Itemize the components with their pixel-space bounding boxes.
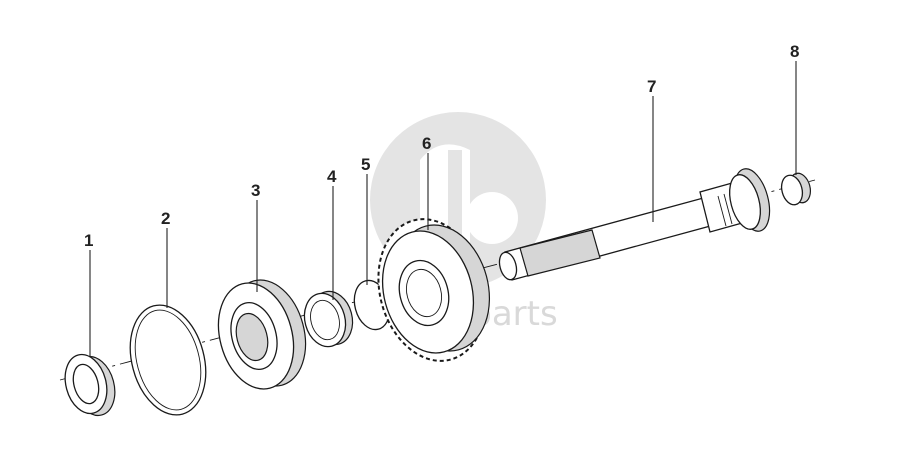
part-label-5: 5 — [361, 155, 370, 174]
part-label-4: 4 — [327, 167, 337, 186]
part-2-snap-ring — [129, 304, 207, 416]
part-label-7: 7 — [647, 77, 656, 96]
part-6-gear — [377, 218, 491, 362]
part-1-bushing — [64, 353, 116, 417]
part-label-6: 6 — [422, 134, 431, 153]
part-label-8: 8 — [790, 42, 799, 61]
part-label-1: 1 — [84, 231, 93, 250]
part-label-3: 3 — [251, 181, 260, 200]
part-7-shaft — [498, 168, 771, 281]
part-4-spacer — [303, 290, 354, 348]
part-label-2: 2 — [161, 209, 170, 228]
part-3-bearing — [217, 279, 307, 390]
part-8-sleeve — [780, 172, 812, 206]
